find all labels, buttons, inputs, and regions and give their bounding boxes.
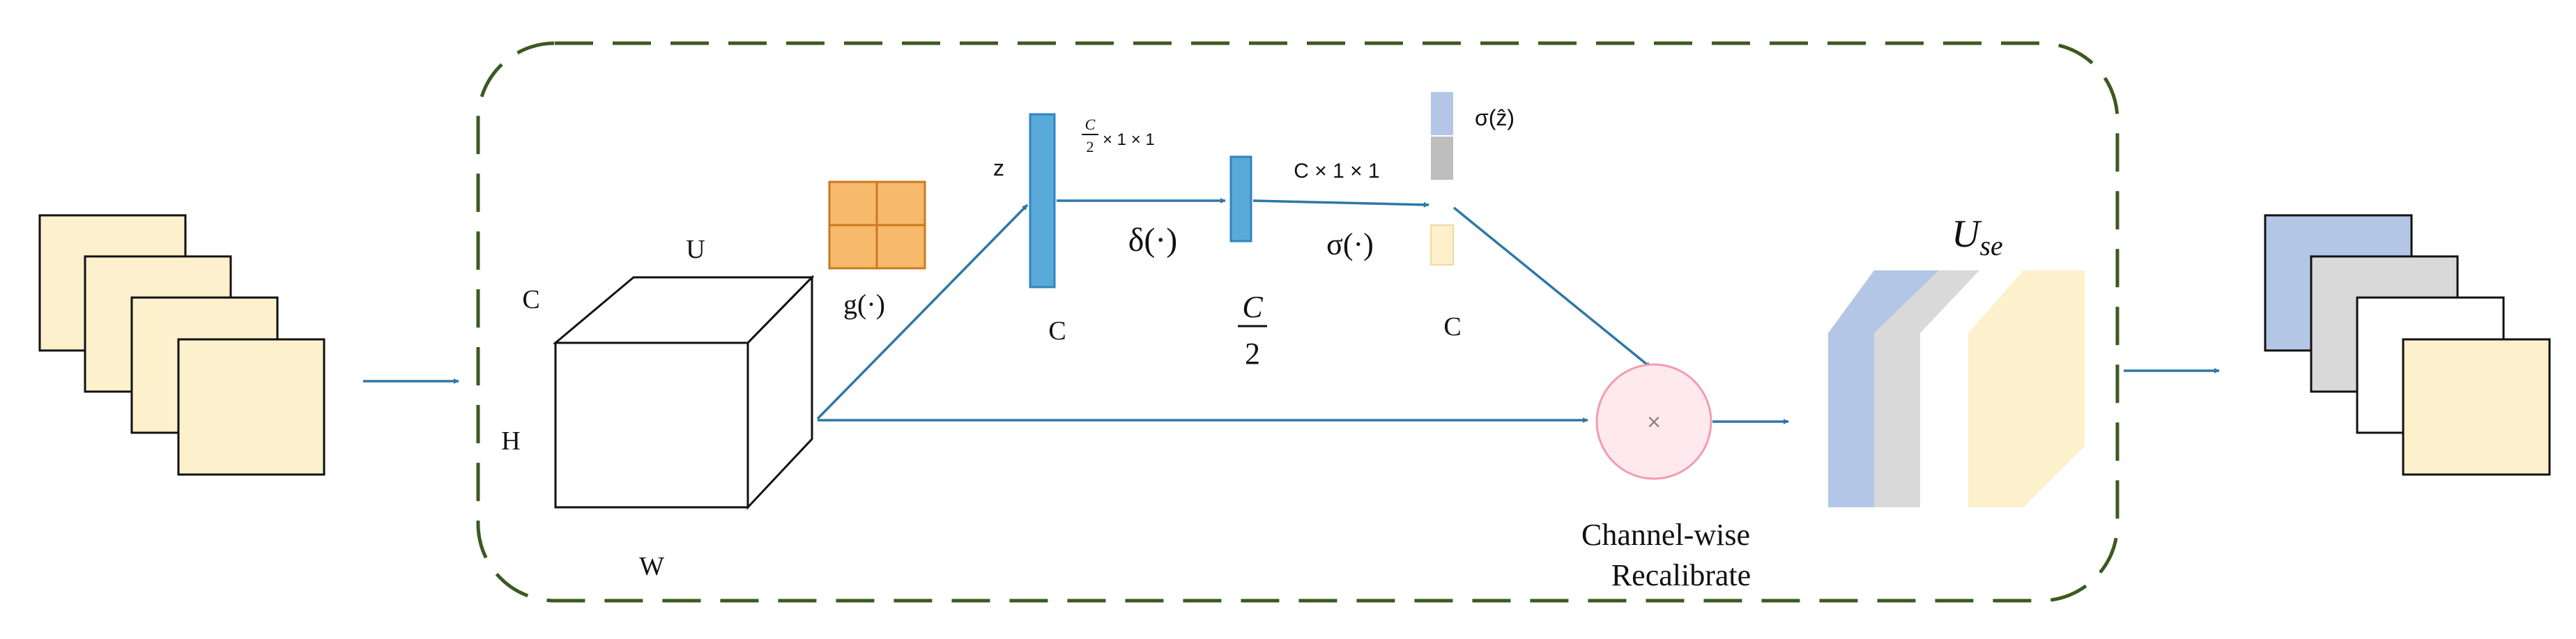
sigma-seg-gray bbox=[1431, 137, 1453, 180]
w-label: W bbox=[639, 552, 664, 581]
full-dim-label: C × 1 × 1 bbox=[1294, 160, 1379, 183]
half-dim-label: × 1 × 1 bbox=[1103, 130, 1155, 149]
fc2-arrow bbox=[1252, 199, 1429, 208]
half-frac-c: C bbox=[1085, 116, 1096, 133]
z-label: z bbox=[993, 155, 1004, 180]
u-se-cream-slab bbox=[1968, 270, 2085, 507]
se-block-boundary bbox=[476, 41, 2119, 603]
global-pooling-icon bbox=[828, 180, 926, 270]
z-vector-bar bbox=[1029, 113, 1056, 288]
half-frac-2: 2 bbox=[1087, 138, 1094, 155]
g-label: g(·) bbox=[843, 288, 885, 320]
sigma-seg-blue bbox=[1431, 92, 1453, 135]
cube-front-face bbox=[554, 341, 749, 509]
recalibrate-line1: Channel-wise bbox=[1581, 518, 1750, 552]
sigma-zhat-label: σ(ẑ) bbox=[1475, 105, 1515, 130]
sigma-vector bbox=[1430, 92, 1454, 265]
sigma-label: σ(·) bbox=[1326, 227, 1374, 261]
u-se-label: Use bbox=[1952, 213, 2003, 261]
excitation-arrow bbox=[1452, 206, 1652, 369]
c-over-2-den: 2 bbox=[1245, 337, 1260, 371]
delta-label: δ(·) bbox=[1128, 222, 1178, 259]
u-label: U bbox=[686, 235, 705, 264]
u-se-gray-slab bbox=[1874, 270, 1979, 507]
u-se-sub: se bbox=[1979, 230, 2002, 261]
u-se-main: U bbox=[1952, 213, 1982, 256]
squeeze-arrow bbox=[816, 203, 1029, 420]
sigma-seg-cream bbox=[1430, 224, 1454, 265]
c-over-2-num: C bbox=[1242, 290, 1263, 324]
c-cube-label: C bbox=[522, 285, 539, 314]
input-map-4 bbox=[177, 338, 325, 476]
input-feature-maps bbox=[38, 214, 325, 476]
recalibrate-line2: Recalibrate bbox=[1611, 558, 1751, 592]
output-map-4 bbox=[2402, 338, 2551, 476]
output-feature-maps bbox=[2264, 214, 2551, 476]
reduced-vector-bar bbox=[1229, 155, 1252, 242]
h-label: H bbox=[501, 426, 520, 456]
recalibrated-feature-u-se bbox=[1828, 270, 2085, 507]
times-symbol: × bbox=[1647, 409, 1661, 436]
c-z-label: C bbox=[1048, 316, 1066, 346]
c-sigma-label: C bbox=[1443, 312, 1461, 341]
feature-cube-u bbox=[552, 275, 815, 510]
u-se-blue-slab bbox=[1828, 270, 1939, 507]
scale-multiply-node bbox=[1595, 363, 1712, 480]
cube-side-face bbox=[746, 275, 813, 510]
